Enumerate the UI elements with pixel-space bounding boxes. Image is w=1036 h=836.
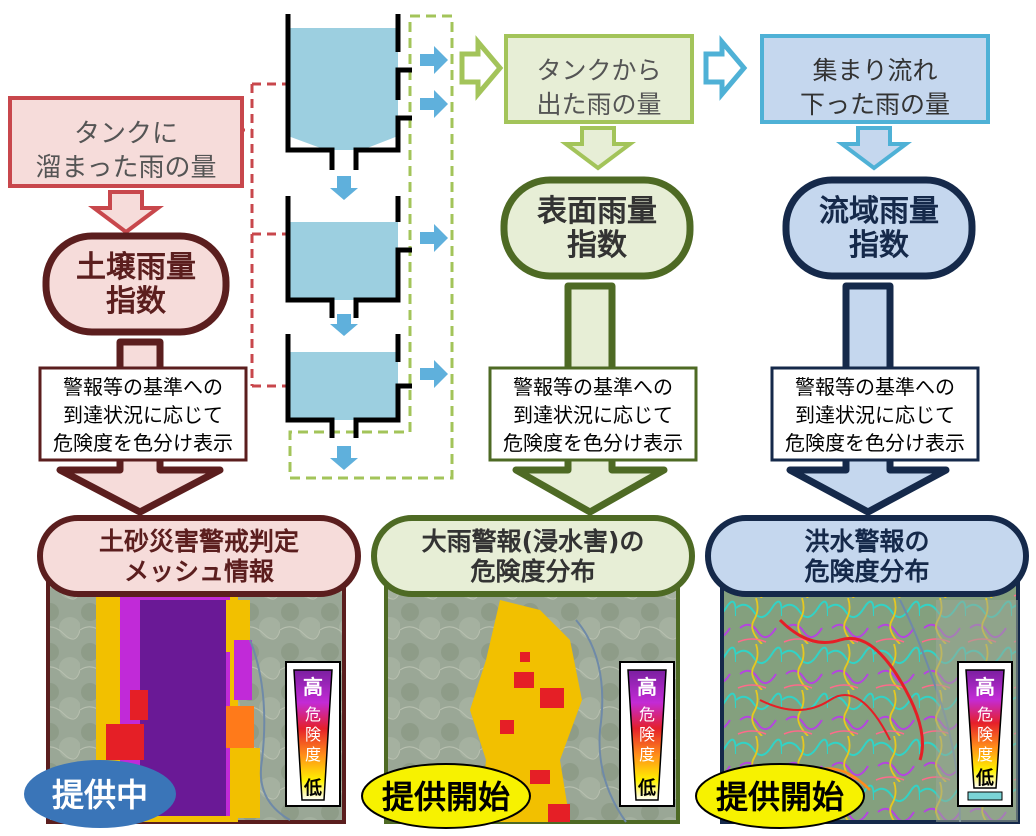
arrow-to-basin-index (836, 126, 912, 171)
soil-index-label: 土壌雨量指数 (76, 250, 196, 319)
status-badge-1 (24, 760, 176, 828)
outflow-rain-label: タンクから出た雨の量 (536, 56, 661, 119)
legend-3-middle: 危険度 (977, 705, 993, 764)
outflow-rain-box (504, 34, 694, 124)
basin-index-label: 流域雨量指数 (819, 194, 939, 263)
downflow-arrow-3 (330, 446, 358, 470)
flood-title-bubble (705, 515, 1029, 597)
surface-index-bubble (500, 176, 694, 280)
legend-2: 高 危険度 低 (619, 661, 675, 807)
legend-1-middle: 危険度 (305, 705, 321, 764)
soil-index-bubble (42, 232, 230, 336)
tank-1-wall (285, 14, 412, 170)
status-badge-1-text: 提供中 (52, 776, 148, 814)
legend-1-high: 高 (303, 675, 323, 699)
outflow-dashed-outline (288, 14, 454, 480)
status-badge-2-text: 提供開始 (382, 778, 510, 816)
collected-big-arrow (703, 35, 748, 101)
surface-criteria-box (488, 366, 698, 462)
inundation-title-bubble (371, 515, 695, 597)
side-arrow-3 (420, 224, 448, 252)
downflow-arrow-2 (330, 314, 358, 336)
tank-3-water (288, 352, 398, 420)
side-outflow-arrows (420, 46, 448, 388)
arrow-to-surface-index (560, 126, 636, 171)
tank-model (236, 14, 454, 480)
legend-3-low: 低 (975, 767, 994, 789)
legend-1: 高 危険度 低 (285, 661, 341, 807)
inundation-title: 大雨警報(浸水害)の危険度分布 (422, 527, 645, 586)
surface-index-label: 表面雨量指数 (537, 194, 657, 263)
downflow-arrows (330, 176, 358, 470)
flood-title: 洪水警報の危険度分布 (804, 527, 929, 586)
basin-criteria-box (770, 366, 980, 462)
legend-3: 高 危険度 低 (957, 661, 1013, 807)
collected-rain-box (760, 34, 990, 124)
downflow-arrow-1 (330, 176, 358, 200)
stored-rain-box (8, 96, 244, 188)
status-badge-2 (361, 763, 531, 829)
side-arrow-2 (420, 90, 448, 118)
basin-index-bubble (782, 176, 976, 280)
arrow-to-soil-index (88, 190, 164, 235)
tank-2-water (288, 222, 398, 300)
tank-3-wall (285, 334, 412, 438)
legend-2-low: 低 (637, 777, 656, 799)
legend-2-high: 高 (637, 675, 657, 699)
status-badge-3 (695, 763, 865, 829)
inundation-mesh (470, 600, 582, 822)
legend-1-low: 低 (303, 777, 322, 799)
soil-criteria-text: 警報等の基準への到達状況に応じて危険度を色分け表示 (53, 375, 233, 455)
legend-2-middle: 危険度 (639, 705, 655, 764)
side-arrow-4 (420, 360, 448, 388)
surface-criteria-text: 警報等の基準への到達状況に応じて危険度を色分け表示 (503, 375, 683, 455)
tank-2-wall (285, 196, 412, 318)
stored-rain-label: タンクに溜まった雨の量 (36, 119, 217, 183)
landslide-title: 土砂災害警戒判定メッシュ情報 (99, 527, 299, 586)
side-arrow-1 (420, 46, 448, 74)
legend-3-high: 高 (975, 675, 995, 699)
basin-criteria-text: 警報等の基準への到達状況に応じて危険度を色分け表示 (785, 375, 965, 455)
tank-1-water (288, 28, 398, 150)
legend-3-minimum-swatch (967, 791, 1003, 801)
soil-criteria-box (38, 366, 248, 462)
collected-rain-label: 集まり流れ下った雨の量 (800, 56, 950, 119)
status-badge-3-text: 提供開始 (716, 778, 844, 816)
outflow-big-arrow (459, 35, 504, 101)
landslide-title-bubble (37, 515, 361, 597)
